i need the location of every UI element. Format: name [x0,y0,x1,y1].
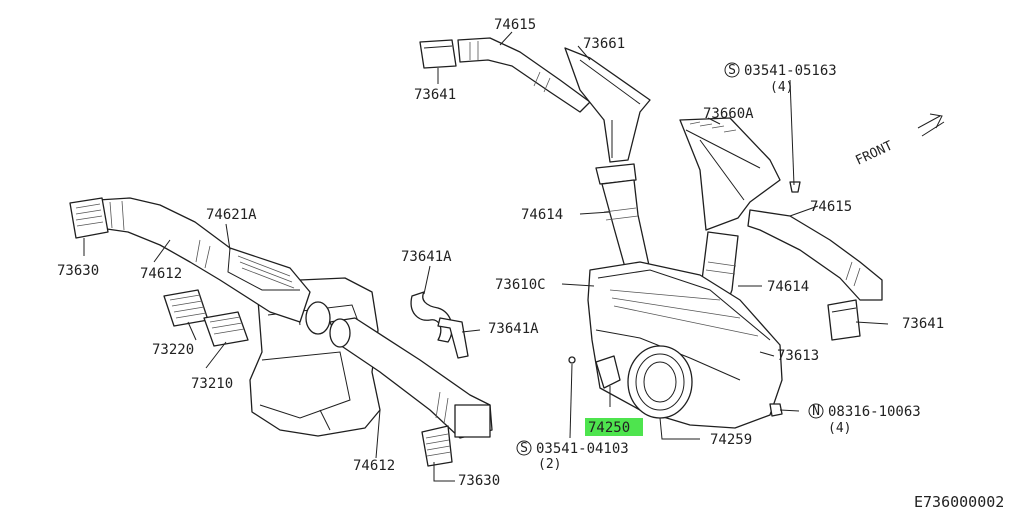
label-73210: 73210 [191,376,233,392]
label-03541-04103-qty: (2) [538,457,561,472]
label-03541-04103: 03541-04103 [536,441,629,457]
vent-73641-top [419,39,457,69]
label-74250: 74250 [588,420,630,436]
label-74612-bottom: 74612 [353,458,395,474]
vent-73220 [163,289,209,327]
label-74612-top: 74612 [140,266,182,282]
screw-symbol-icon [724,62,740,78]
nut-symbol-icon [808,403,824,419]
label-73610C: 73610C [495,277,546,293]
screw-symbol-letter-2: S [520,441,528,456]
label-73630-top: 73630 [57,263,99,279]
label-73220: 73220 [152,342,194,358]
diagram-code: E736000002 [914,493,1004,511]
vent-73641-right [827,299,861,341]
duct-74612-left [97,197,331,335]
vent-73210 [203,311,249,347]
label-08316-10063: 08316-10063 [828,404,921,420]
label-03541-05163: 03541-05163 [744,63,837,79]
screw-symbol-letter: S [728,63,736,78]
label-74615-right: 74615 [810,199,852,215]
label-73660A: 73660A [703,106,754,122]
leader-lines [83,31,889,482]
vent-73630-top [69,197,109,239]
label-74259: 74259 [710,432,752,448]
label-73613: 73613 [777,348,819,364]
duct-73660A [679,117,781,231]
blower-74259 [627,345,693,419]
label-74614-right: 74614 [767,279,809,295]
label-73661: 73661 [583,36,625,52]
part-labels: 74615 73661 73641 S 03541-05163 (4) 7366… [57,17,1004,511]
nut-symbol-letter: N [812,404,820,419]
label-73641-top: 73641 [414,87,456,103]
label-03541-05163-qty: (4) [770,80,793,95]
label-73641A-top: 73641A [401,249,452,265]
label-73641-right: 73641 [902,316,944,332]
highlight-74250 [585,418,643,436]
duct-74615-right [747,209,883,301]
hose-73641A [410,291,469,359]
duct-74612-bottom [329,317,493,439]
screw-03541-04103 [568,356,576,364]
label-73641A-lower: 73641A [488,321,539,337]
label-73630-bottom: 73630 [458,473,500,489]
vent-73630-bottom [421,425,453,467]
nut-08316-10063 [769,403,783,417]
label-74615-top: 74615 [494,17,536,33]
fitting-74250 [595,355,621,389]
label-74614-left: 74614 [521,207,563,223]
label-08316-10063-qty: (4) [828,421,851,436]
duct-74615-top [457,37,591,113]
label-front: FRONT [853,138,895,168]
screw-03541-05163 [789,181,801,193]
screw-symbol-icon-2 [516,440,532,456]
duct-73661 [564,47,651,185]
label-74621A: 74621A [206,207,257,223]
front-arrow-icon [917,113,945,137]
